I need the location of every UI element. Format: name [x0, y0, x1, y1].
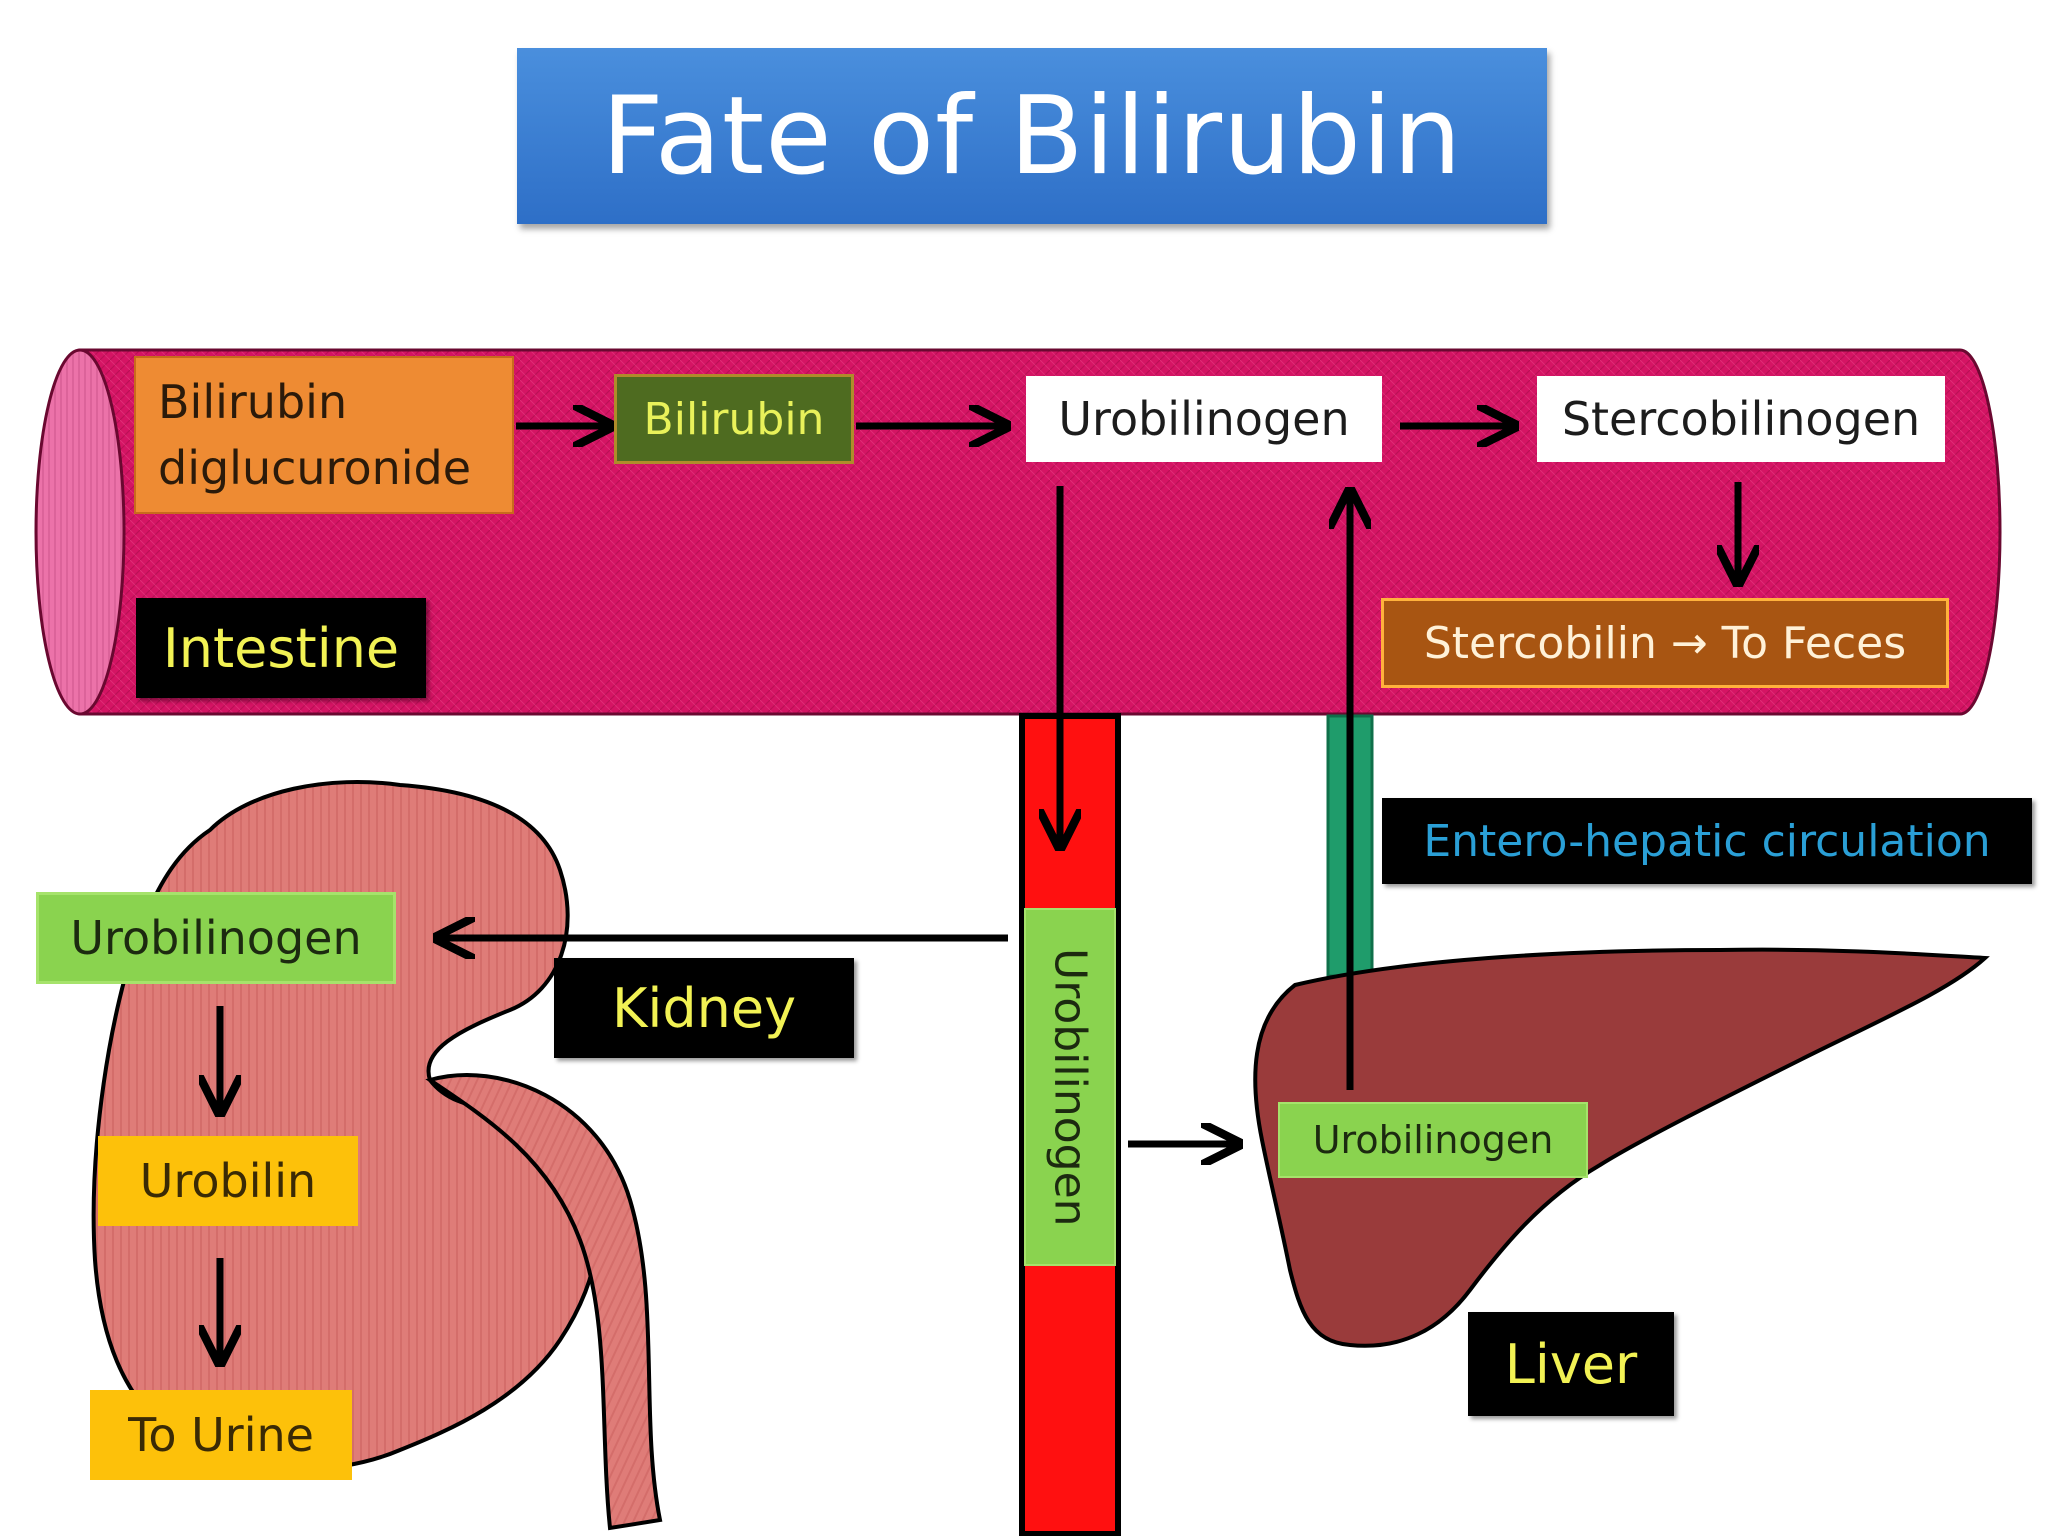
intestine-urobilinogen-box: Urobilinogen [1026, 376, 1382, 462]
entero-hepatic-label: Entero-hepatic circulation [1382, 798, 2032, 884]
blood-urobilinogen-box: Urobilinogen [1024, 908, 1116, 1266]
stercobilin-box: Stercobilin → To Feces [1381, 598, 1949, 688]
bilirubin-diglucuronide-box: Bilirubin diglucuronide [134, 356, 514, 514]
liver-label: Liver [1468, 1312, 1674, 1416]
page-title: Fate of Bilirubin [601, 73, 1463, 199]
liver-shape [1253, 947, 1990, 1348]
stercobilinogen-box: Stercobilinogen [1537, 376, 1945, 462]
kidney-label: Kidney [554, 958, 854, 1058]
kidney-urobilinogen-box: Urobilinogen [36, 892, 396, 984]
liver-urobilinogen-box: Urobilinogen [1278, 1102, 1588, 1178]
flow-arrows [220, 426, 1738, 1360]
urobilin-box: Urobilin [98, 1136, 358, 1226]
to-urine-box: To Urine [90, 1390, 352, 1480]
blood-urobilinogen-label: Urobilinogen [1044, 947, 1096, 1227]
title-banner: Fate of Bilirubin [517, 48, 1547, 224]
intestine-label: Intestine [136, 598, 426, 698]
bilirubin-box: Bilirubin [614, 374, 854, 464]
